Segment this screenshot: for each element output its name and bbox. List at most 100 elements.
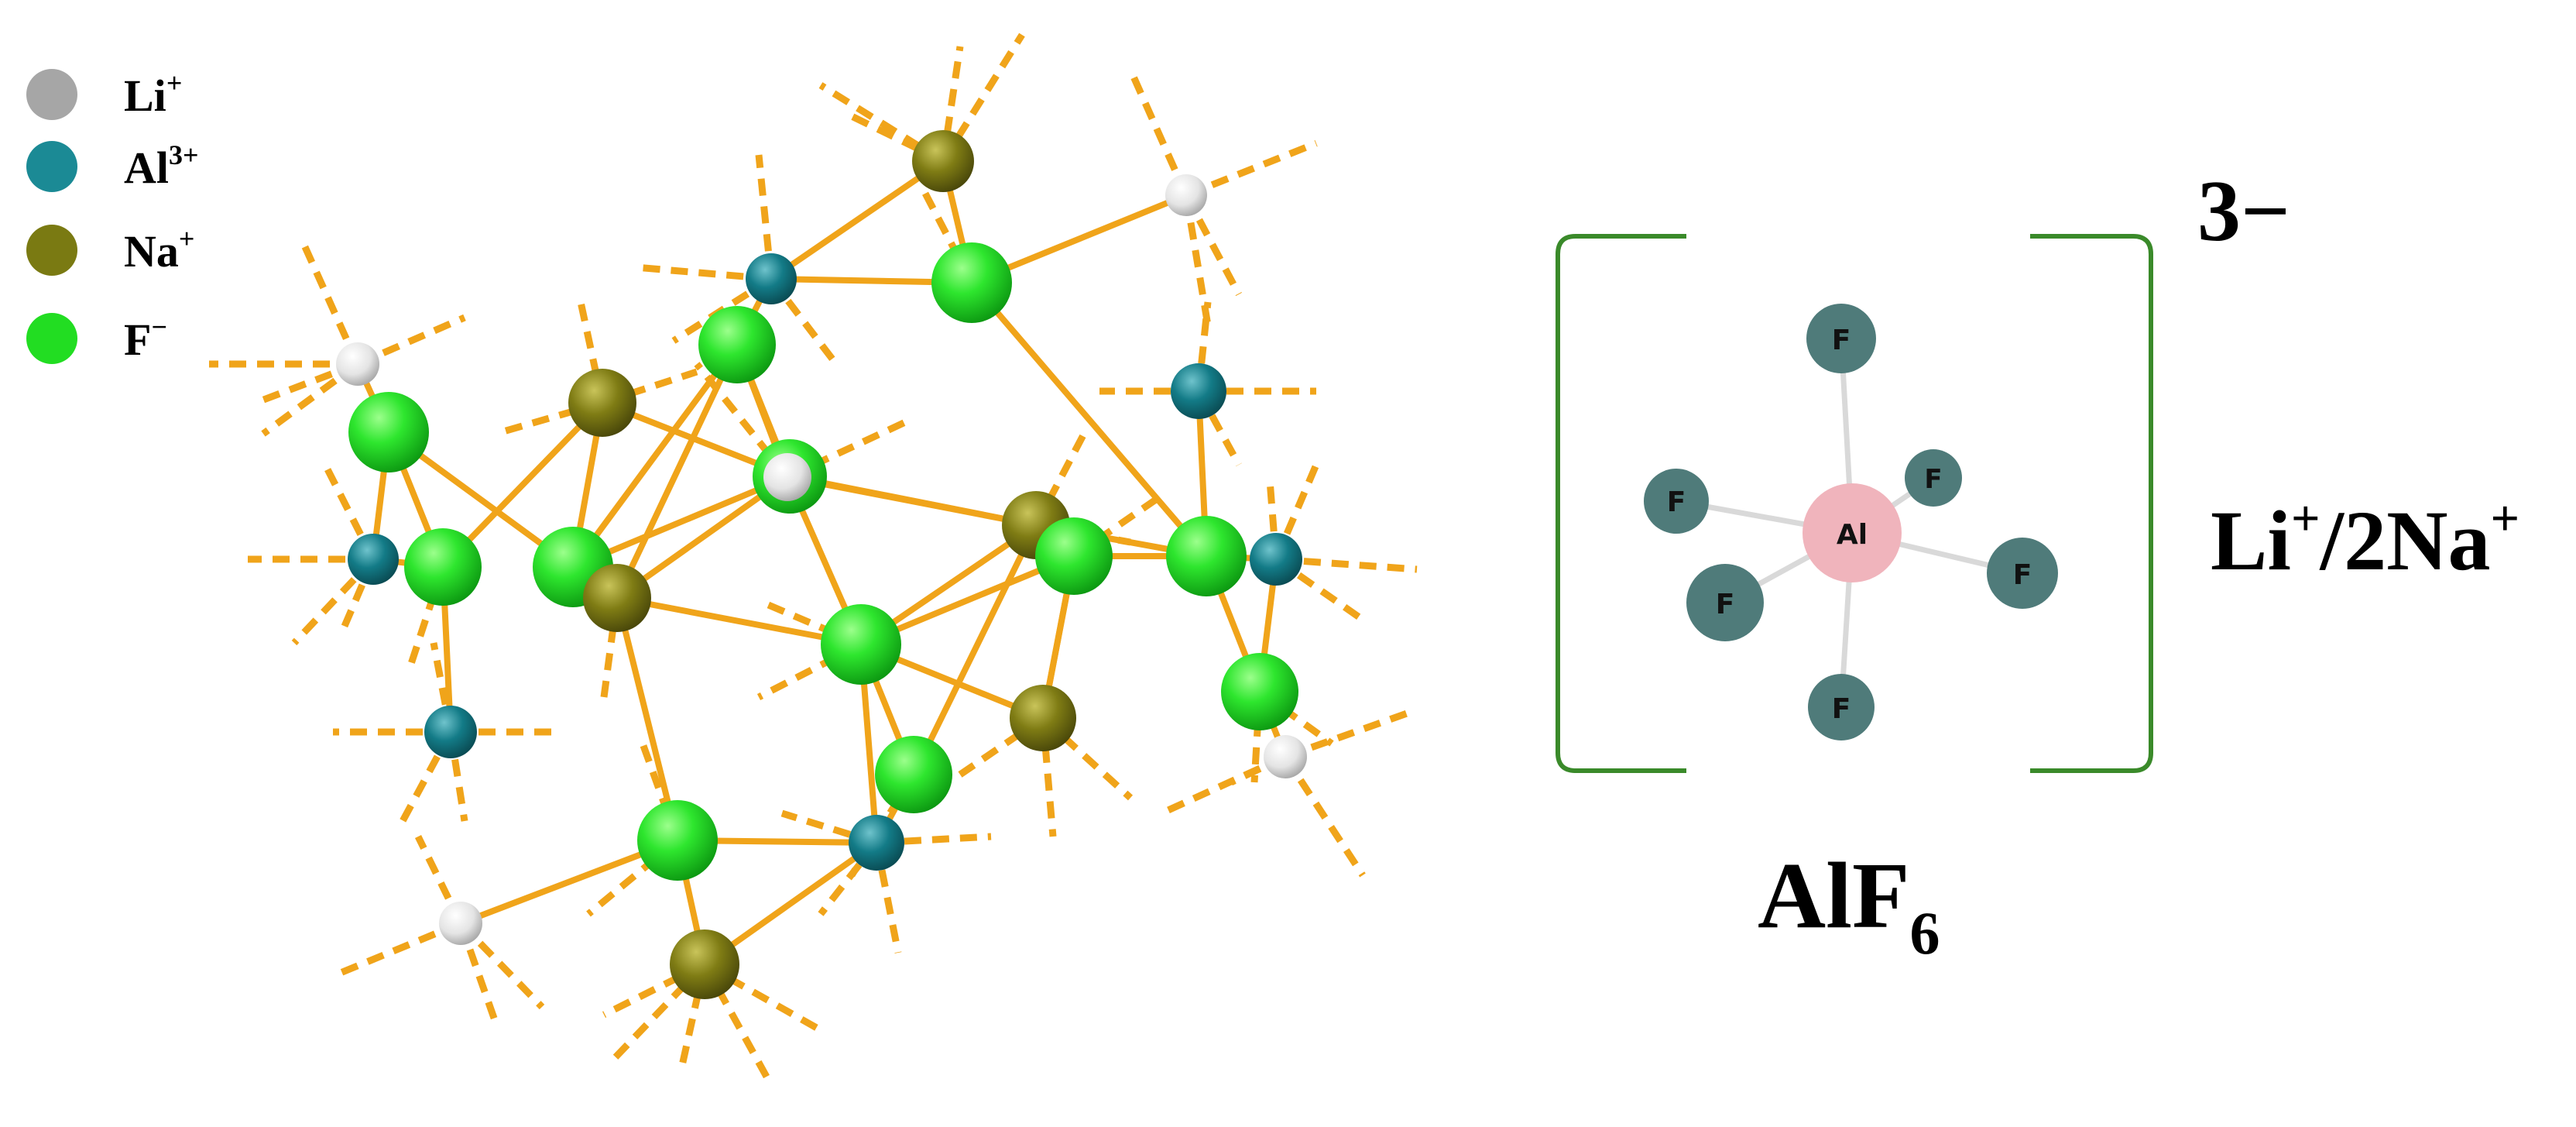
- dashed-bond: [634, 263, 772, 283]
- legend-label-f: F−: [124, 311, 167, 365]
- ligand-label: F: [1832, 693, 1851, 725]
- solid-bond: [768, 158, 946, 282]
- al-swatch: [26, 141, 77, 192]
- dashed-bond: [768, 277, 839, 366]
- dashed-bond: [1039, 717, 1057, 837]
- aluminum-atom: [849, 815, 904, 871]
- dashed-bond: [786, 414, 915, 481]
- fluorine-atom: [1166, 516, 1247, 596]
- dashed-bond: [298, 239, 362, 366]
- solid-bond: [614, 342, 740, 601]
- aluminum-atom: [424, 706, 477, 758]
- center-label: Al: [1837, 519, 1868, 551]
- dashed-bond: [1160, 753, 1287, 817]
- ligand-label: F: [1667, 486, 1686, 518]
- dashed-bond: [765, 600, 863, 648]
- alf6-complex: F F F Al F F F 3− Li+/2Na+ AlF6: [1556, 163, 2519, 967]
- dashed-bond: [577, 301, 606, 404]
- dashed-bond: [356, 314, 466, 368]
- ligand-label: F: [1716, 589, 1735, 620]
- dashed-bond: [602, 960, 707, 1019]
- dashed-bond: [1185, 139, 1318, 199]
- lithium-atom: [1165, 174, 1207, 216]
- dashed-bond: [1274, 556, 1365, 623]
- dashed-bond: [876, 833, 992, 847]
- dashed-bond: [873, 842, 902, 953]
- fluorine-atom: [404, 528, 482, 606]
- dashed-bond: [406, 565, 447, 668]
- aluminum-icon: [1803, 483, 1902, 582]
- dashed-bond: [639, 742, 681, 842]
- legend-label-al: Al3+: [124, 139, 199, 193]
- ligand-f-icon: [1644, 469, 1709, 534]
- lattice-structure: [209, 33, 1418, 1079]
- aluminum-atom: [1250, 533, 1302, 586]
- dashed-bond: [1127, 68, 1190, 197]
- ligand-front-left: F: [1686, 564, 1764, 641]
- fluorine-atom: [1221, 653, 1298, 730]
- na-swatch: [26, 225, 77, 276]
- dashed-bond: [1033, 431, 1087, 527]
- fluorine-atom: [698, 306, 776, 383]
- legend-item-na: Na+: [26, 223, 194, 277]
- legend-item-al: Al3+: [26, 139, 199, 193]
- formula-label: AlF6: [1758, 844, 1940, 967]
- ligand-label: F: [1832, 325, 1851, 356]
- solid-bond: [614, 595, 864, 648]
- counter-ion-label: Li+/2Na+: [2211, 490, 2519, 588]
- legend-label-li: Li+: [124, 67, 182, 121]
- ligand-f-icon: [1808, 674, 1875, 740]
- dashed-bond: [1182, 194, 1212, 326]
- lithium-atom: [763, 453, 811, 501]
- fluorine-atom: [931, 242, 1012, 323]
- dashed-bond: [1272, 463, 1320, 561]
- f-swatch: [26, 313, 77, 364]
- ligand-back-right: F: [1905, 449, 1962, 507]
- ligand-f-icon: [1806, 304, 1876, 373]
- fluorine-atom: [637, 800, 718, 881]
- dashed-bond: [918, 184, 975, 285]
- atom-group: [336, 130, 1307, 999]
- dashed-bond: [331, 919, 462, 980]
- solid-bond: [787, 473, 1039, 528]
- solid-bond: [969, 280, 1209, 559]
- left-bracket: [1556, 234, 1686, 773]
- ligand-label: F: [2013, 559, 2032, 591]
- lithium-atom: [336, 342, 379, 386]
- dashed-bond: [1284, 709, 1411, 761]
- legend-item-f: F−: [26, 311, 167, 365]
- fluorine-atom: [1035, 517, 1113, 595]
- dashed-bond: [586, 837, 680, 917]
- right-bracket: [2030, 234, 2153, 773]
- sodium-atom: [1010, 685, 1076, 751]
- sodium-atom: [912, 130, 974, 192]
- dashed-bond: [677, 964, 708, 1070]
- complex-charge: 3−: [2197, 163, 2290, 259]
- aluminum-atom: [746, 253, 797, 304]
- dashed-bond: [261, 361, 360, 437]
- ligand-label: F: [1924, 464, 1942, 495]
- dashed-bond: [818, 82, 945, 164]
- li-swatch: [26, 69, 77, 120]
- solid-bond: [911, 522, 1039, 778]
- legend-label-na: Na+: [124, 223, 194, 277]
- fluorine-atom: [821, 604, 901, 685]
- ligand-right: F: [1987, 538, 2058, 609]
- ligand-f-icon: [1987, 538, 2058, 609]
- dashed-bond: [291, 556, 376, 646]
- solid-bond: [701, 840, 880, 967]
- ligand-f-icon: [1905, 449, 1962, 507]
- dashed-bond: [1183, 193, 1242, 297]
- dashed-bond: [702, 961, 823, 1033]
- lithium-atom: [439, 902, 482, 945]
- dashed-bond: [755, 154, 775, 280]
- dashed-bond: [1275, 555, 1418, 573]
- dashed-bond: [939, 46, 964, 162]
- sodium-atom: [583, 564, 651, 632]
- aluminum-atom: [348, 534, 399, 585]
- sodium-atom: [568, 369, 636, 437]
- dashed-bond: [321, 462, 377, 562]
- center-atom: Al: [1803, 483, 1902, 582]
- solid-bond: [614, 595, 681, 844]
